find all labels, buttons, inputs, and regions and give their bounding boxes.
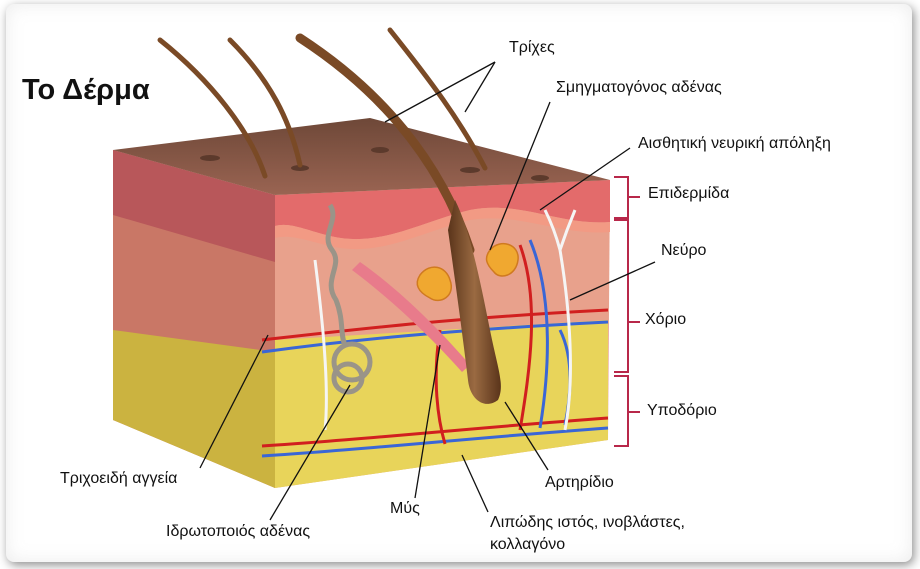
- label-sweat-gland: Ιδρωτοποιός αδένας: [166, 523, 310, 541]
- label-fat-tissue-line2: κολλαγόνο: [490, 536, 565, 554]
- layer-brackets: [614, 177, 640, 446]
- label-epidermis: Επιδερμίδα: [648, 185, 729, 203]
- label-dermis: Χόριο: [645, 311, 686, 329]
- label-nerve: Νεύρο: [661, 242, 706, 260]
- label-hairs: Τρίχες: [509, 39, 555, 57]
- label-hypodermis: Υποδόριο: [647, 402, 717, 420]
- label-muscle: Μύς: [390, 500, 420, 518]
- diagram-title: Το Δέρμα: [22, 74, 150, 107]
- label-fat-tissue-line1: Λιπώδης ιστός, ινοβλάστες,: [490, 514, 685, 532]
- side-face: [113, 150, 275, 488]
- label-sensory-nerve-ending: Αισθητική νευρική απόληξη: [638, 135, 831, 153]
- label-capillaries: Τριχοειδή αγγεία: [60, 470, 177, 488]
- label-sebaceous-gland: Σμηγματογόνος αδένας: [556, 79, 722, 97]
- label-arteriole: Αρτηρίδιο: [545, 474, 614, 492]
